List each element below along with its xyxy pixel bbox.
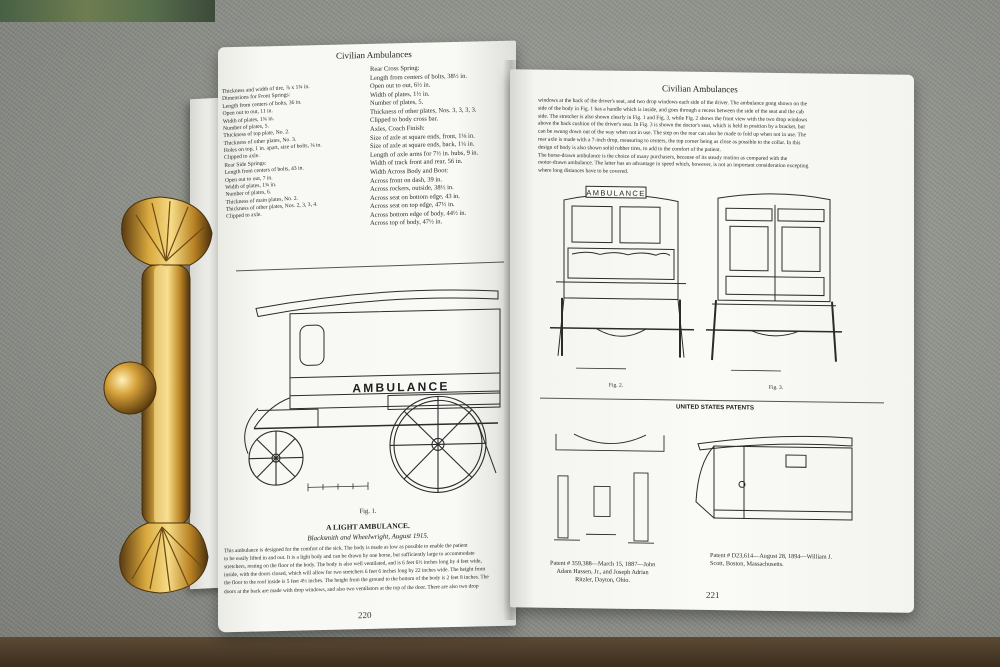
ambulance-roof (255, 289, 499, 318)
patent-d23614-caption: Patent # D23,614—August 28, 1894—William… (710, 552, 832, 570)
ambulance-front-rear-drawings: AMBULANCE (550, 185, 842, 372)
front-wheel (248, 430, 304, 486)
fig-2-label: Fig. 2. (608, 382, 624, 389)
fig-3-rear-view (706, 193, 842, 362)
fig-2-front-view (550, 185, 694, 358)
right-body-text: windows at the back of the driver's seat… (538, 98, 808, 180)
front-spring-specs: Thickness and width of tire, ⅞ x 1¾ in.D… (222, 83, 324, 221)
right-folio: 221 (706, 589, 720, 601)
right-running-head: Civilian Ambulances (662, 83, 738, 95)
patents-heading: UNITED STATES PATENTS (676, 403, 754, 412)
left-running-head: Civilian Ambulances (336, 48, 412, 61)
patent-caption-line: Scott, Boston, Massachusetts. (710, 560, 784, 569)
patterned-rug-corner (0, 0, 215, 22)
patent-caption-line: Ritzler, Dayton, Ohio. (575, 576, 631, 585)
spec-line: Across top of body, 47½ in. (370, 218, 443, 228)
ambulance-side-lettering: AMBULANCE (352, 379, 449, 395)
brass-knob (103, 361, 157, 415)
rear-spring-specs: Rear Cross Spring:Length from centers of… (370, 63, 478, 228)
rear-wheel (389, 395, 487, 493)
light-ambulance-drawing: AMBULANCE (244, 289, 501, 493)
front-view-lettering: AMBULANCE (586, 188, 645, 198)
front-window (299, 324, 325, 366)
patent-359388-drawing (554, 433, 665, 544)
patents-rule (540, 397, 884, 404)
fig-1-label: Fig. 1. (359, 507, 377, 516)
left-body-text: This ambulance is designed for the comfo… (224, 541, 489, 596)
wooden-table-edge (0, 637, 1000, 667)
plate-top-rule (236, 261, 504, 272)
left-folio: 220 (358, 609, 372, 621)
right-page: Civilian Ambulances windows at the back … (510, 69, 914, 613)
left-page: Civilian Ambulances Thickness and width … (218, 40, 516, 633)
fig-3-label: Fig. 3. (768, 384, 784, 391)
patent-d23614-drawing (695, 435, 853, 521)
brass-shell-handle (103, 196, 213, 594)
